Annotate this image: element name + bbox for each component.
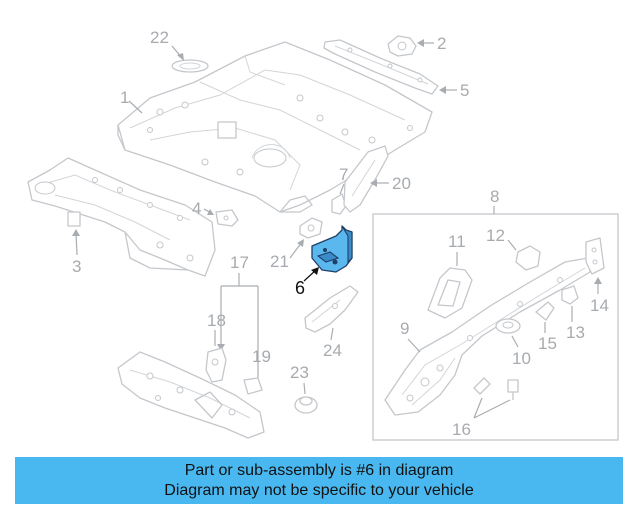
leader-17 (220, 273, 259, 388)
leader-24 (330, 327, 334, 341)
callout-14: 14 (590, 296, 609, 315)
callout-9: 9 (400, 319, 409, 338)
callout-23: 23 (290, 363, 309, 382)
callout-2: 2 (437, 34, 446, 53)
callout-3: 3 (72, 257, 81, 276)
part-3-rear-panel[interactable] (27, 157, 216, 277)
leader-7 (339, 183, 345, 195)
callout-13: 13 (566, 323, 585, 342)
callout-5: 5 (460, 81, 469, 100)
banner-line-2: Diagram may not be specific to your vehi… (164, 481, 474, 499)
callout-1: 1 (120, 88, 129, 107)
part-9-rear-frame[interactable] (384, 257, 591, 416)
callout-18: 18 (207, 311, 226, 330)
callout-21: 21 (270, 252, 289, 271)
callout-6: 6 (295, 278, 305, 298)
part-10-grommet[interactable] (495, 318, 521, 334)
parts-diagram: 1 22 2 5 3 4 (27, 28, 619, 441)
info-banner: Part or sub-assembly is #6 in diagram Di… (15, 457, 623, 504)
callout-7: 7 (339, 165, 348, 184)
callout-10: 10 (512, 349, 531, 368)
part-24-bracket[interactable] (304, 285, 359, 333)
part-18-bracket[interactable] (205, 347, 227, 383)
part-22-plate[interactable] (171, 59, 209, 73)
part-23-grommet[interactable] (294, 396, 318, 414)
part-20-panel[interactable] (343, 145, 389, 213)
leader-23 (303, 382, 306, 395)
part-13-bracket[interactable] (561, 285, 579, 305)
part-14-plate[interactable] (585, 237, 605, 275)
leader-9 (407, 338, 421, 353)
leader-1 (128, 100, 143, 114)
callout-24: 24 (323, 341, 342, 360)
part-15-bracket[interactable] (535, 301, 555, 321)
part-1-rear-floor-pan[interactable] (117, 41, 433, 213)
part-2-bracket[interactable] (387, 35, 417, 57)
part-19-clip[interactable] (243, 377, 263, 395)
part-11-housing[interactable] (427, 267, 473, 319)
part-7-bracket[interactable] (331, 193, 347, 215)
part-21-clip[interactable] (299, 217, 323, 239)
callout-17: 17 (230, 253, 249, 272)
callout-20: 20 (392, 174, 411, 193)
callout-4: 4 (192, 199, 201, 218)
lower-cross-member[interactable] (117, 351, 265, 439)
part-16-clips[interactable] (473, 377, 519, 400)
leader-10 (511, 335, 519, 348)
callout-15: 15 (538, 334, 557, 353)
part-12-bracket[interactable] (515, 245, 541, 271)
callout-19: 19 (252, 347, 271, 366)
callout-11: 11 (448, 232, 466, 251)
leader-16 (473, 397, 511, 419)
sub-assembly-8-box (372, 213, 619, 441)
part-6-highlighted-bracket[interactable] (311, 225, 353, 273)
callout-12: 12 (486, 226, 505, 245)
part-5-cross-member[interactable] (323, 39, 439, 95)
callout-8: 8 (490, 187, 499, 206)
callout-22: 22 (150, 28, 169, 47)
part-4-bracket[interactable] (215, 209, 239, 227)
callout-16: 16 (452, 420, 471, 439)
leader-12 (507, 239, 517, 251)
banner-line-1: Part or sub-assembly is #6 in diagram (184, 461, 454, 479)
